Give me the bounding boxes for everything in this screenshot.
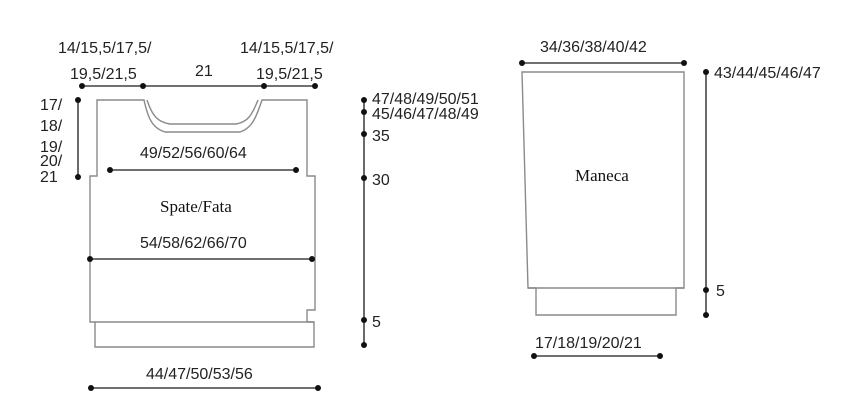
sleeve-length-dot-cuff: [703, 287, 709, 293]
armhole-depth-dot-top: [75, 97, 81, 103]
height-dot-armhole: [361, 175, 367, 181]
sleeve-cuff-height-label: 5: [716, 283, 725, 300]
height-dot-bottom: [361, 342, 367, 348]
sleeve-length-label: 43/44/45/46/47: [714, 65, 821, 82]
bottom-width-dot-left: [88, 385, 94, 391]
top-width-dot-neck-left: [140, 83, 146, 89]
sleeve-top-width-label: 34/36/38/40/42: [540, 39, 647, 56]
height-dot-ribbing: [361, 317, 367, 323]
sleeve-outline: [521, 71, 685, 316]
sleeve-cuff-dot-right: [657, 353, 663, 359]
shoulder-left-label-2: 19,5/21,5: [70, 66, 137, 83]
neck-drop-height-label: 35: [372, 128, 390, 145]
sleeve-label: Maneca: [575, 166, 629, 185]
back-front-outline: [89, 99, 316, 348]
top-width-dot-neck-right: [261, 83, 267, 89]
chest-width-dot-right: [293, 167, 299, 173]
total-length-label: 47/48/49/50/51: [372, 91, 479, 108]
armhole-depth-label-1: 17/: [40, 97, 63, 114]
top-width-dot-left: [79, 83, 85, 89]
shoulder-height-label: 45/46/47/48/49: [372, 106, 479, 123]
neckline-inner-curve: [146, 99, 259, 125]
sleeve-length-dot-top: [703, 69, 709, 75]
sleeve-cuff-dot-left: [531, 353, 537, 359]
sleeve-cuff-width-label: 17/18/19/20/21: [535, 335, 642, 352]
shoulder-right-label-1: 14/15,5/17,5/: [240, 40, 334, 57]
sleeve-length-dot-bottom: [703, 312, 709, 318]
chest-width-label: 49/52/56/60/64: [140, 145, 247, 162]
sleeve-top-dot-right: [681, 60, 687, 66]
bottom-width-dot-right: [315, 385, 321, 391]
sleeve-top-dot-left: [519, 60, 525, 66]
armhole-depth-dot-bottom: [75, 174, 81, 180]
neck-width-label: 21: [195, 63, 213, 80]
back-front-piece: [89, 99, 316, 348]
armhole-depth-label-5: 21: [40, 169, 58, 186]
chest-width-dot-left: [107, 167, 113, 173]
height-dot-total: [361, 97, 367, 103]
hip-width-dot-right: [309, 256, 315, 262]
hip-width-dot-left: [87, 256, 93, 262]
armhole-depth-label-4: 20/: [40, 153, 63, 170]
armhole-depth-label-3: 19/: [40, 139, 63, 156]
bottom-width-label: 44/47/50/53/56: [146, 366, 253, 383]
hip-width-label: 54/58/62/66/70: [140, 235, 247, 252]
sleeve-piece: [521, 71, 685, 316]
armhole-depth-label-2: 18/: [40, 118, 63, 135]
ribbing-height-label: 5: [372, 314, 381, 331]
armhole-start-height-label: 30: [372, 172, 390, 189]
height-dot-neck: [361, 131, 367, 137]
shoulder-right-label-2: 19,5/21,5: [256, 66, 323, 83]
shoulder-left-label-1: 14/15,5/17,5/: [58, 40, 152, 57]
back-front-label: Spate/Fata: [160, 197, 232, 216]
top-width-dot-right: [312, 83, 318, 89]
height-dot-shoulder: [361, 109, 367, 115]
